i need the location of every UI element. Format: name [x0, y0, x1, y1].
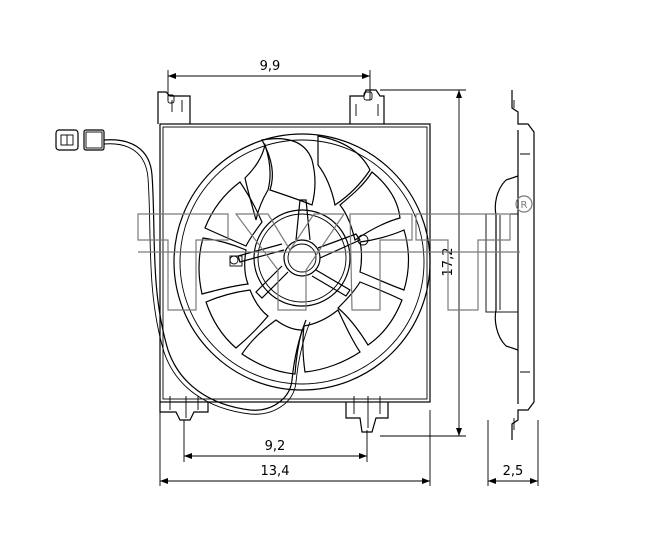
dim-label-overall-width: 13,4: [261, 464, 290, 479]
fan-blades: [198, 135, 410, 375]
wire-harness: [103, 139, 311, 415]
motor-hub: [229, 199, 369, 307]
fan-ring: [173, 133, 431, 391]
registered-mark-letter: R: [521, 200, 528, 211]
dim-label-bottom-inner-width: 9,2: [265, 439, 286, 454]
side-view: [485, 90, 535, 440]
shroud-frame: [157, 89, 431, 433]
dimension-overall-width: 13,4: [159, 400, 431, 486]
dimension-depth: 2,5: [487, 420, 539, 486]
dim-label-top-width: 9,9: [260, 59, 281, 74]
dimension-height: 17,2: [380, 89, 466, 437]
electrical-connector-icon: [55, 129, 105, 151]
dimension-bottom-inner-width: 9,2: [183, 420, 368, 462]
dimension-top-width: 9,9: [167, 59, 371, 100]
dim-label-depth: 2,5: [503, 464, 524, 479]
watermark-logo: [137, 213, 520, 311]
registered-mark-icon: R: [515, 195, 533, 213]
